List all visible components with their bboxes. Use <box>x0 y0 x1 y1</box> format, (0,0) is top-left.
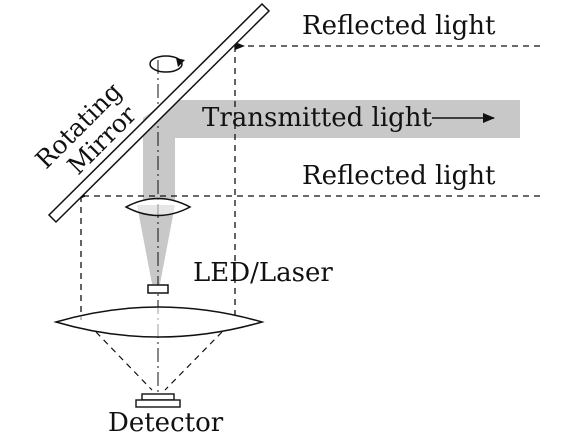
source-beam-column <box>143 138 175 200</box>
label-transmitted: Transmitted light <box>202 103 433 133</box>
source-beam-cone <box>137 205 175 284</box>
rotation-arrow-icon <box>149 55 185 73</box>
label-reflected-bottom: Reflected light <box>302 161 496 191</box>
transmitted-beam <box>143 100 520 138</box>
led-laser-source <box>147 284 169 294</box>
converge-ray-right <box>164 331 223 391</box>
label-source: LED/Laser <box>193 258 333 288</box>
label-detector: Detector <box>108 408 224 438</box>
reflected-rays <box>77 42 540 391</box>
large-lens <box>53 306 265 338</box>
rotating-mirror <box>47 2 271 224</box>
beam-path <box>137 100 520 284</box>
label-reflected-top: Reflected light <box>302 11 496 41</box>
small-lens <box>124 197 192 217</box>
detector-device <box>135 393 181 408</box>
converge-ray-left <box>95 331 153 391</box>
